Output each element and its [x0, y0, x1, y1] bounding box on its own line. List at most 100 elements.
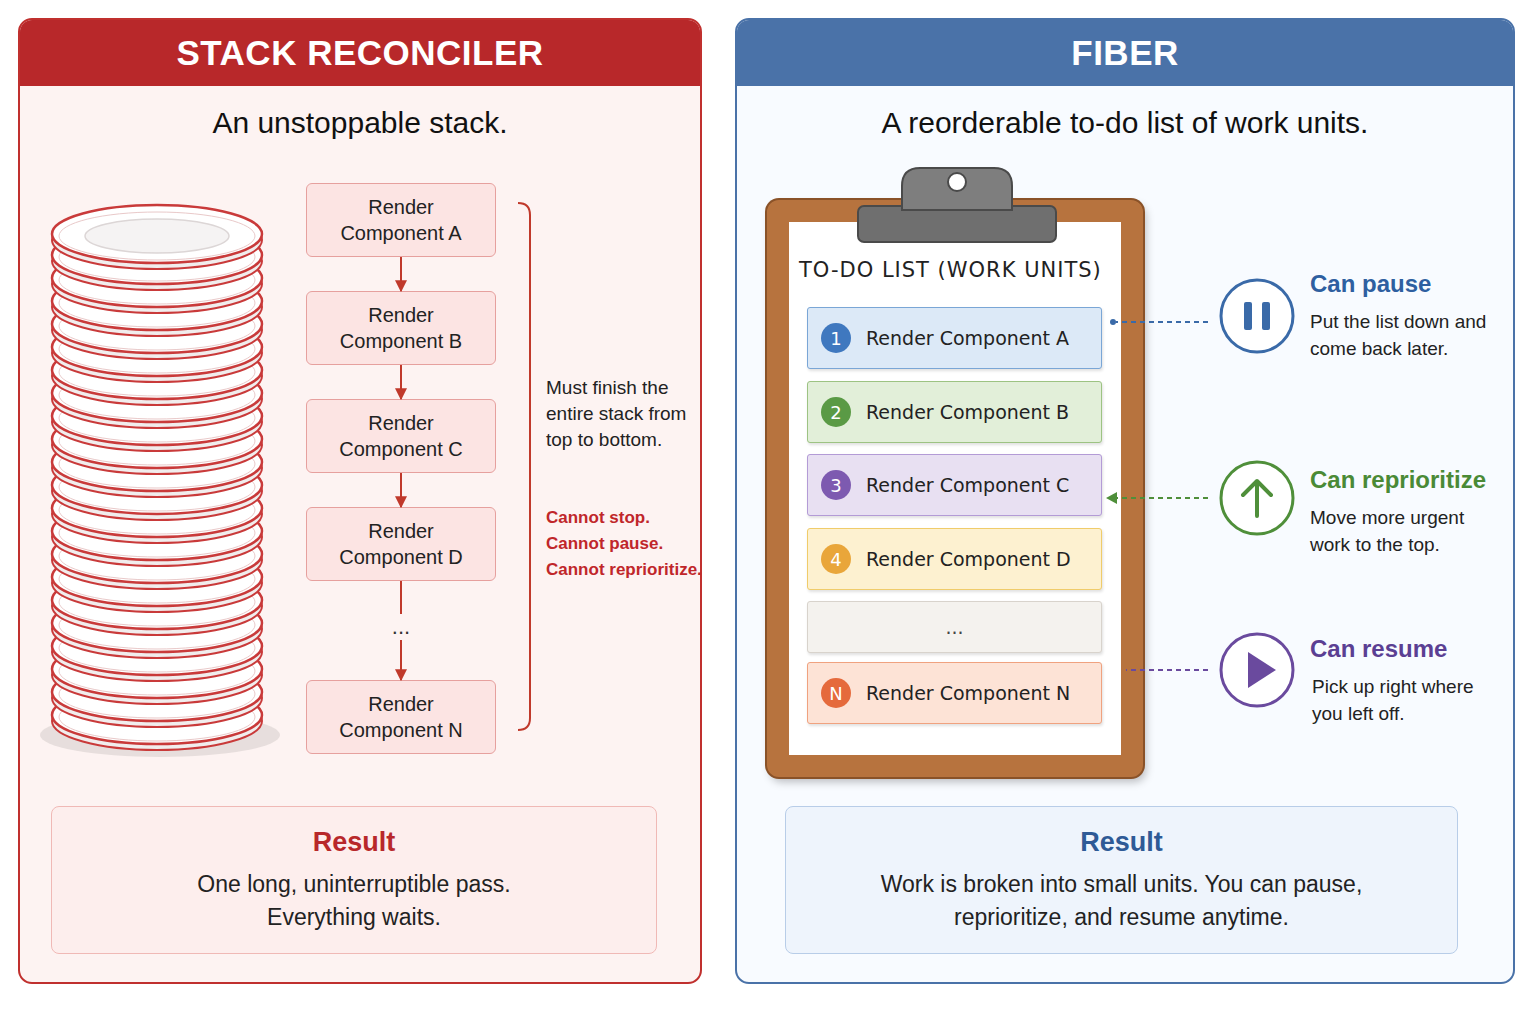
- component-label: Render Component A: [331, 194, 471, 246]
- plate: [52, 456, 262, 520]
- up-arrow: [1243, 481, 1271, 516]
- plate-stack: [52, 205, 262, 750]
- process-box: Render Component C: [306, 399, 496, 473]
- plate: [52, 502, 262, 566]
- plate: [52, 249, 262, 313]
- play-triangle: [1248, 652, 1276, 688]
- process-box: Render Component B: [306, 291, 496, 365]
- leader-line: [1116, 321, 1208, 323]
- plate: [52, 410, 262, 474]
- panel-subtitle: A reorderable to-do list of work units.: [737, 106, 1513, 140]
- ellipsis-item: ...: [807, 601, 1102, 653]
- plate: [52, 548, 262, 612]
- plate: [52, 226, 262, 290]
- pause-icon: [1221, 280, 1293, 352]
- work-unit-item: Render Component D4: [807, 528, 1102, 590]
- step-number-circle: 1: [821, 323, 851, 353]
- step-number: N: [829, 683, 842, 704]
- work-unit-item: Render Component A1: [807, 307, 1102, 369]
- flow-arrow: [400, 365, 402, 399]
- plate: [52, 686, 262, 750]
- component-label: Render Component C: [331, 410, 471, 462]
- note-label: Cannot pause.: [546, 534, 706, 554]
- clipboard: TO-DO LIST (WORK UNITS) Render Component …: [767, 200, 1143, 777]
- note-label: Must finish the entire stack from top to…: [546, 375, 706, 453]
- stack-panel: STACK RECONCILER An unstoppable stack. Ren…: [18, 18, 702, 984]
- note-label: Can reprioritize: [1310, 466, 1520, 494]
- plate: [52, 594, 262, 658]
- clip-hole: [948, 173, 966, 191]
- process-box: Render Component A: [306, 183, 496, 257]
- panel-subtitle: An unstoppable stack.: [20, 106, 700, 140]
- plate: [52, 272, 262, 336]
- result-body: One long, uninterruptible pass. Everythi…: [174, 868, 534, 934]
- icon-circle: [1221, 462, 1293, 534]
- result-heading: Result: [313, 827, 396, 858]
- bracket: [518, 203, 530, 730]
- clipboard-title: TO-DO LIST (WORK UNITS): [799, 258, 1119, 282]
- plate-center: [85, 219, 229, 253]
- panel-title: FIBER: [737, 20, 1513, 86]
- note-label: Can pause: [1310, 270, 1520, 298]
- plate: [52, 525, 262, 589]
- note-label: Put the list down and come back later.: [1310, 308, 1488, 362]
- result-heading: Result: [1080, 827, 1163, 858]
- clipboard-clip: [858, 168, 1056, 242]
- step-number: 1: [830, 328, 841, 349]
- result-body: Work is broken into small units. You can…: [842, 868, 1402, 934]
- plate-shadow: [40, 713, 280, 757]
- panel-title: STACK RECONCILER: [20, 20, 700, 86]
- clip-top: [902, 168, 1012, 210]
- play-icon: [1221, 634, 1293, 706]
- process-box: Render Component N: [306, 680, 496, 754]
- leader-dot: [1110, 319, 1116, 325]
- plate: [52, 205, 262, 269]
- flow-arrow: [400, 473, 402, 507]
- plate: [52, 479, 262, 543]
- component-label: Render Component N: [331, 691, 471, 743]
- leader-line: [1126, 669, 1208, 671]
- step-number-circle: 3: [821, 470, 851, 500]
- leader-arrowhead: [1106, 492, 1117, 504]
- step-number-circle: 4: [821, 544, 851, 574]
- up-arrow-icon: [1221, 462, 1293, 534]
- result-box: ResultWork is broken into small units. Y…: [785, 806, 1458, 954]
- plate: [52, 318, 262, 382]
- step-number: 2: [830, 402, 841, 423]
- fiber-panel: FIBER A reorderable to-do list of work un…: [735, 18, 1515, 984]
- note-label: Move more urgent work to the top.: [1310, 504, 1490, 558]
- plate: [52, 341, 262, 405]
- flow-arrow: [400, 581, 402, 680]
- icon-circle: [1221, 280, 1293, 352]
- step-number: 4: [830, 549, 841, 570]
- pause-bar: [1262, 302, 1270, 330]
- plate: [52, 364, 262, 428]
- plate: [52, 663, 262, 727]
- plate: [52, 571, 262, 635]
- work-unit-item: Render Component B2: [807, 381, 1102, 443]
- component-label: Render Component B: [331, 302, 471, 354]
- flow-arrow: [400, 257, 402, 291]
- plate: [52, 295, 262, 359]
- ellipsis: ...: [808, 616, 1101, 638]
- icon-circle: [1221, 634, 1293, 706]
- step-number-circle: N: [821, 678, 851, 708]
- clip-base: [858, 206, 1056, 242]
- work-unit-item: Render Component NN: [807, 662, 1102, 724]
- leader-line: [1116, 497, 1208, 499]
- step-number-circle: 2: [821, 397, 851, 427]
- note-label: Cannot stop.: [546, 508, 706, 528]
- plate: [52, 640, 262, 704]
- note-label: Can resume: [1310, 635, 1520, 663]
- work-unit-item: Render Component C3: [807, 454, 1102, 516]
- note-label: Pick up right where you left off.: [1312, 673, 1502, 727]
- pause-bar: [1244, 302, 1252, 330]
- plate: [52, 387, 262, 451]
- component-label: Render Component D: [331, 518, 471, 570]
- step-number: 3: [830, 475, 841, 496]
- note-label: Cannot reprioritize.: [546, 560, 706, 580]
- result-box: ResultOne long, uninterruptible pass. Ev…: [51, 806, 657, 954]
- process-box: Render Component D: [306, 507, 496, 581]
- plate: [52, 433, 262, 497]
